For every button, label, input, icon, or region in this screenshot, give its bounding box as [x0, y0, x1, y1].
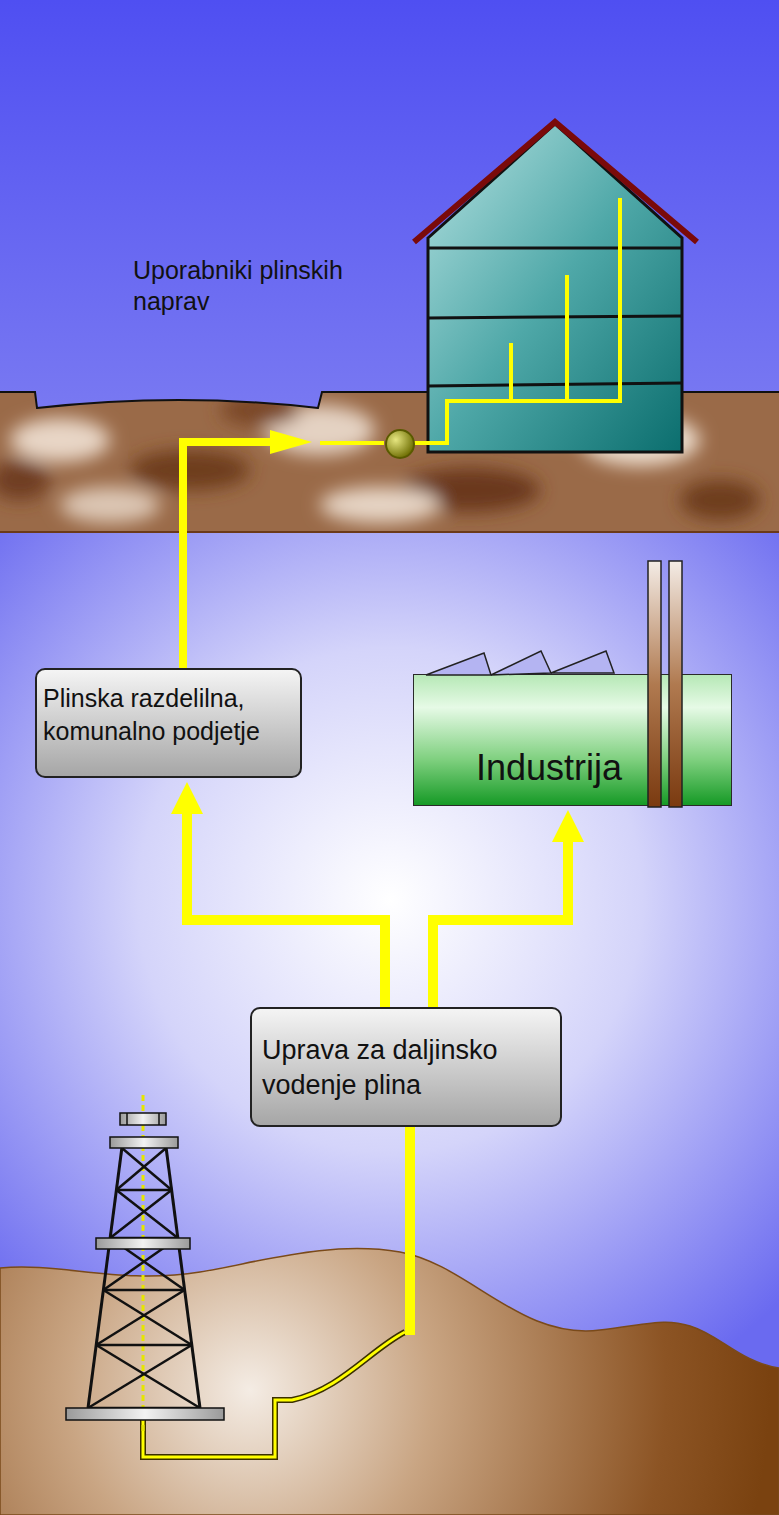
derrick-platform: [96, 1238, 190, 1249]
sawtooth-roof: [491, 651, 551, 675]
ground-blob: [220, 394, 300, 426]
ground-blob: [0, 460, 50, 500]
gas-pipe-connector: [187, 804, 385, 1007]
derrick-platform: [110, 1137, 178, 1148]
derrick-brace: [116, 1148, 166, 1190]
derrick-brace: [96, 1290, 184, 1345]
chimney: [648, 561, 661, 807]
chimney: [669, 561, 682, 807]
house-caption: Uporabniki plinskih naprav: [133, 255, 343, 318]
sawtooth-roof: [426, 653, 491, 675]
drilling-derrick: [66, 1095, 224, 1432]
industry-building: Industrija: [413, 674, 732, 806]
derrick-leg: [88, 1147, 122, 1408]
derrick-brace: [110, 1190, 171, 1238]
house-gas-pipes: [320, 198, 620, 443]
arrow-head: [270, 430, 312, 454]
crown-post: [126, 1113, 128, 1125]
derrick-brace: [103, 1290, 191, 1345]
branch-pipe: [509, 343, 513, 401]
node-label: Plinska razdelilna, komunalno podjetje: [43, 682, 290, 747]
floor-line: [428, 247, 682, 250]
derrick-brace: [103, 1289, 184, 1292]
derrick-brace: [96, 1345, 200, 1408]
derrick-brace: [116, 1189, 171, 1192]
hill: [0, 1249, 779, 1515]
ground-blob: [60, 487, 160, 523]
derrick-brace: [122, 1148, 172, 1190]
distribution-company-box: Plinska razdelilna, komunalno podjetje: [35, 668, 302, 778]
gas-pipe-connector: [433, 832, 568, 1007]
service-pipe: [320, 441, 384, 445]
crown-block: [120, 1113, 166, 1125]
ground-edge: [0, 531, 779, 533]
floor-line: [428, 316, 682, 318]
ground-blob: [10, 418, 110, 462]
trunk-pipe: [405, 1126, 415, 1335]
derrick-brace: [88, 1345, 192, 1408]
ground-blob: [130, 450, 250, 490]
derrick-brace: [116, 1190, 177, 1238]
derrick-brace: [96, 1344, 192, 1347]
derrick-leg: [166, 1147, 200, 1408]
ground-blob: [320, 487, 440, 523]
node-label: Industrija: [476, 745, 721, 792]
floor-line: [428, 383, 682, 386]
sawtooth-roof: [551, 651, 614, 673]
sky-glow: [0, 532, 779, 1515]
derrick-base: [66, 1408, 224, 1420]
gas-transmission-box: Uprava za daljinsko vodenje plina: [250, 1007, 562, 1127]
house-roof: [414, 122, 697, 242]
supply-pipe: [183, 442, 288, 668]
derrick-bracing: [88, 1148, 200, 1408]
crown-post: [158, 1113, 160, 1125]
gas-meter-valve: [386, 430, 414, 458]
node-label: Uprava za daljinsko vodenje plina: [262, 1033, 550, 1103]
ground-blob: [680, 480, 760, 520]
branch-pipe: [565, 275, 569, 401]
riser-pipe: [414, 198, 620, 443]
